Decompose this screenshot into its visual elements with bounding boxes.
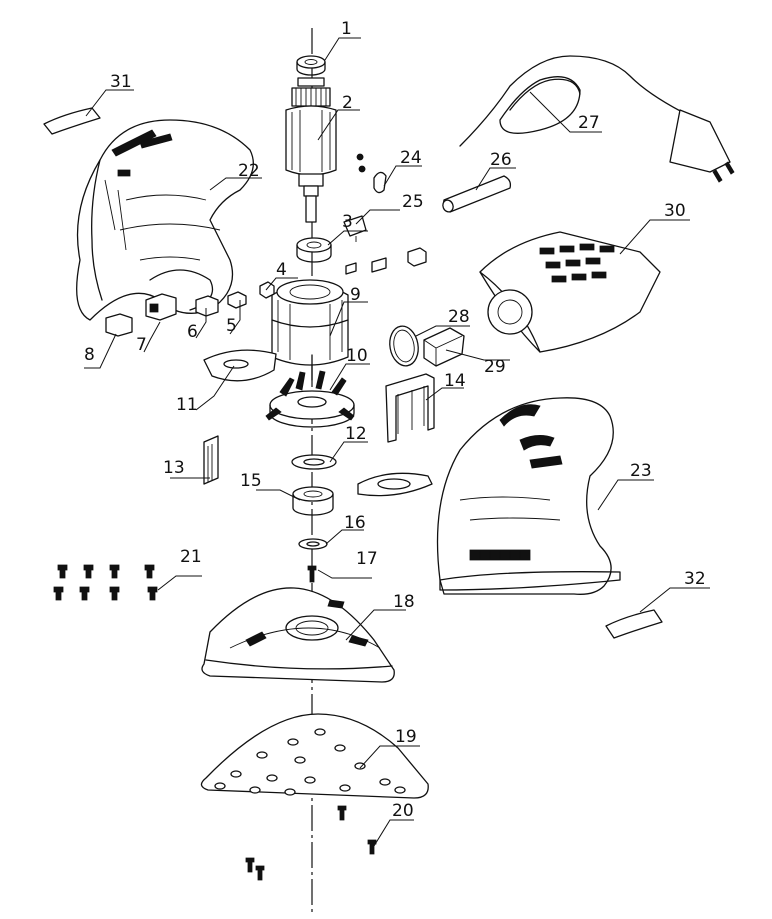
spring-bracket-left (203, 435, 219, 485)
part-number-26: 26 (490, 150, 512, 170)
part-number-11: 11 (176, 395, 198, 415)
brush (227, 291, 247, 309)
part-number-1: 1 (341, 19, 352, 39)
part-number-21: 21 (180, 547, 202, 567)
dust-box (479, 231, 661, 353)
part-number-8: 8 (84, 345, 95, 365)
bearing-lower (292, 486, 334, 516)
part-number-15: 15 (240, 471, 262, 491)
fan (265, 354, 355, 428)
sanding-sheet (200, 713, 429, 799)
part-number-18: 18 (393, 592, 415, 612)
screw-center (307, 565, 317, 583)
brush-holder (259, 281, 275, 299)
part-number-23: 23 (630, 461, 652, 481)
part-number-28: 28 (448, 307, 470, 327)
leader-lines (84, 37, 710, 847)
power-cord (459, 55, 735, 183)
part-number-17: 17 (356, 549, 378, 569)
bearing-middle (296, 237, 332, 263)
part-number-3: 3 (342, 212, 353, 232)
small-blocks (345, 247, 427, 275)
part-number-32: 32 (684, 569, 706, 589)
base-plate (201, 587, 395, 683)
bracket-lower-left (203, 349, 277, 382)
part-number-7: 7 (136, 335, 147, 355)
part-number-31: 31 (110, 72, 132, 92)
part-number-14: 14 (444, 371, 466, 391)
part-number-29: 29 (484, 357, 506, 377)
o-ring (389, 325, 419, 367)
part-number-12: 12 (345, 424, 367, 444)
part-number-24: 24 (400, 148, 422, 168)
part-number-2: 2 (342, 93, 353, 113)
label-plate-right (605, 609, 663, 639)
filter-block (423, 327, 465, 367)
part-number-5: 5 (226, 316, 237, 336)
part-number-9: 9 (350, 285, 361, 305)
part-number-30: 30 (664, 201, 686, 221)
screws-bottom (245, 805, 377, 881)
cord-sleeve (442, 175, 512, 213)
part-number-25: 25 (402, 192, 424, 212)
part-number-10: 10 (346, 346, 368, 366)
part-number-4: 4 (276, 260, 287, 280)
part-numbers: 1 2 3 4 5 6 7 8 9 10 11 12 13 14 15 16 1… (84, 19, 706, 821)
housing-half-right (436, 397, 621, 595)
bearing-top (296, 55, 326, 76)
part-number-16: 16 (344, 513, 366, 533)
brush-block (195, 295, 219, 317)
stator (271, 279, 349, 366)
part-number-20: 20 (392, 801, 414, 821)
guard-plate (357, 472, 433, 497)
screws-housing (53, 564, 158, 601)
part-number-6: 6 (187, 322, 198, 342)
switch (145, 293, 177, 321)
washer-upper (291, 454, 337, 470)
part-number-22: 22 (238, 161, 260, 181)
switch-cover (105, 313, 133, 337)
part-number-13: 13 (163, 458, 185, 478)
switch-small (356, 153, 387, 194)
spring-bracket-right (385, 373, 435, 443)
part-number-19: 19 (395, 727, 417, 747)
armature (285, 77, 337, 223)
housing-half-left (76, 119, 254, 321)
part-number-27: 27 (578, 113, 600, 133)
label-plate-left (43, 107, 101, 135)
washer-lower (298, 538, 328, 550)
